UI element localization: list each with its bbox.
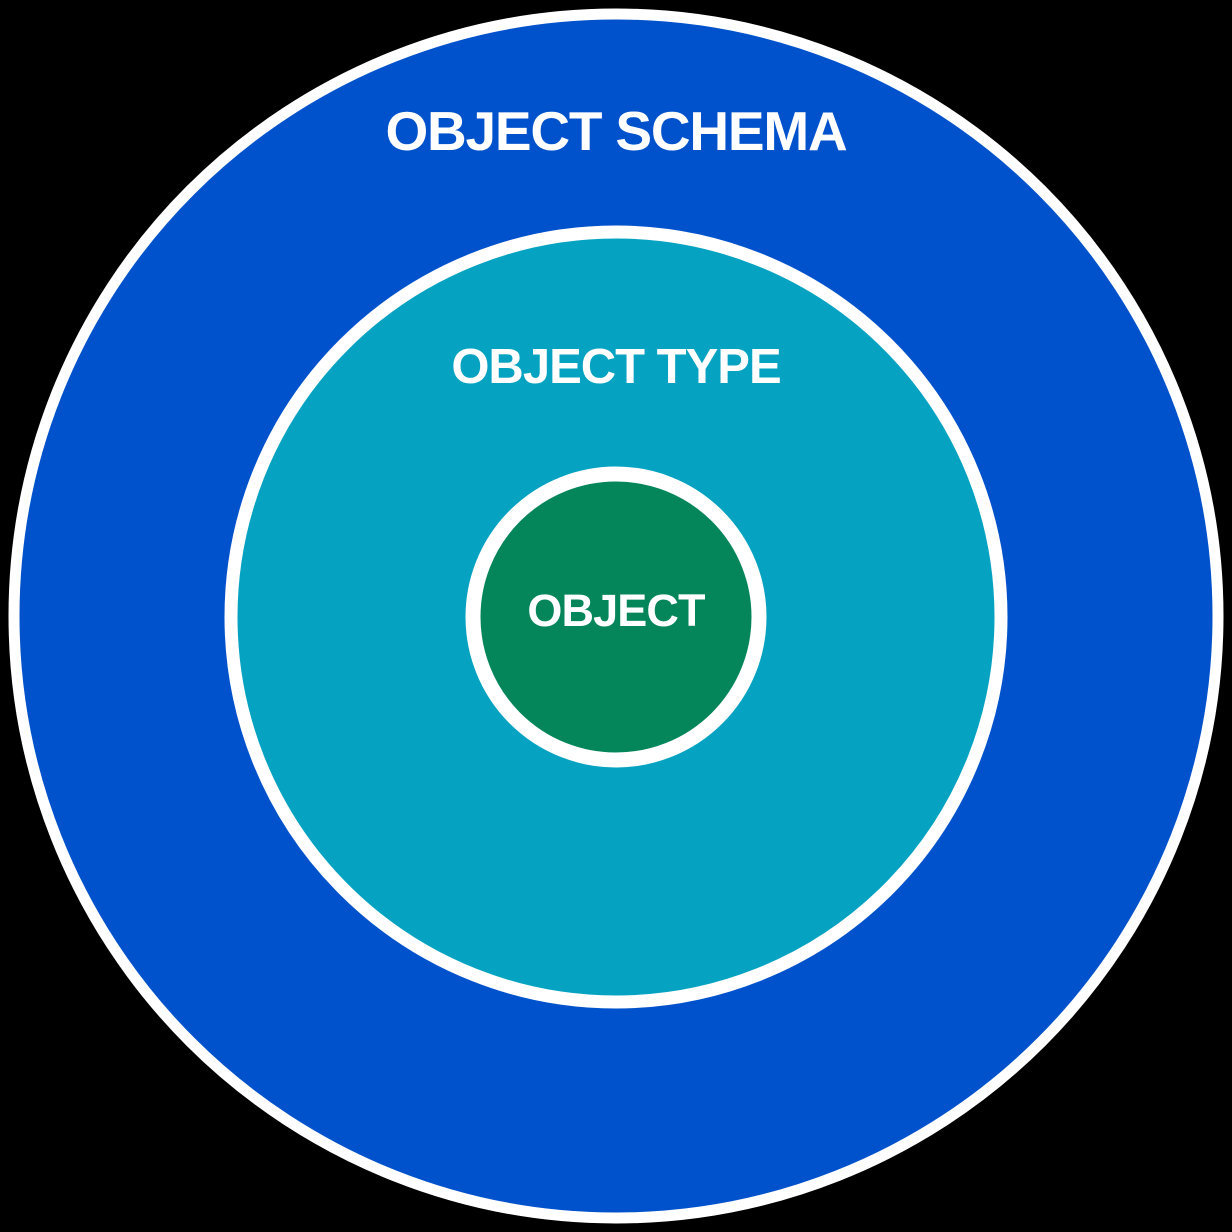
object-circle[interactable] — [465, 466, 767, 768]
object-label: OBJECT — [527, 585, 705, 636]
object-schema-label: OBJECT SCHEMA — [385, 100, 847, 162]
object-type-label: OBJECT TYPE — [451, 340, 781, 394]
